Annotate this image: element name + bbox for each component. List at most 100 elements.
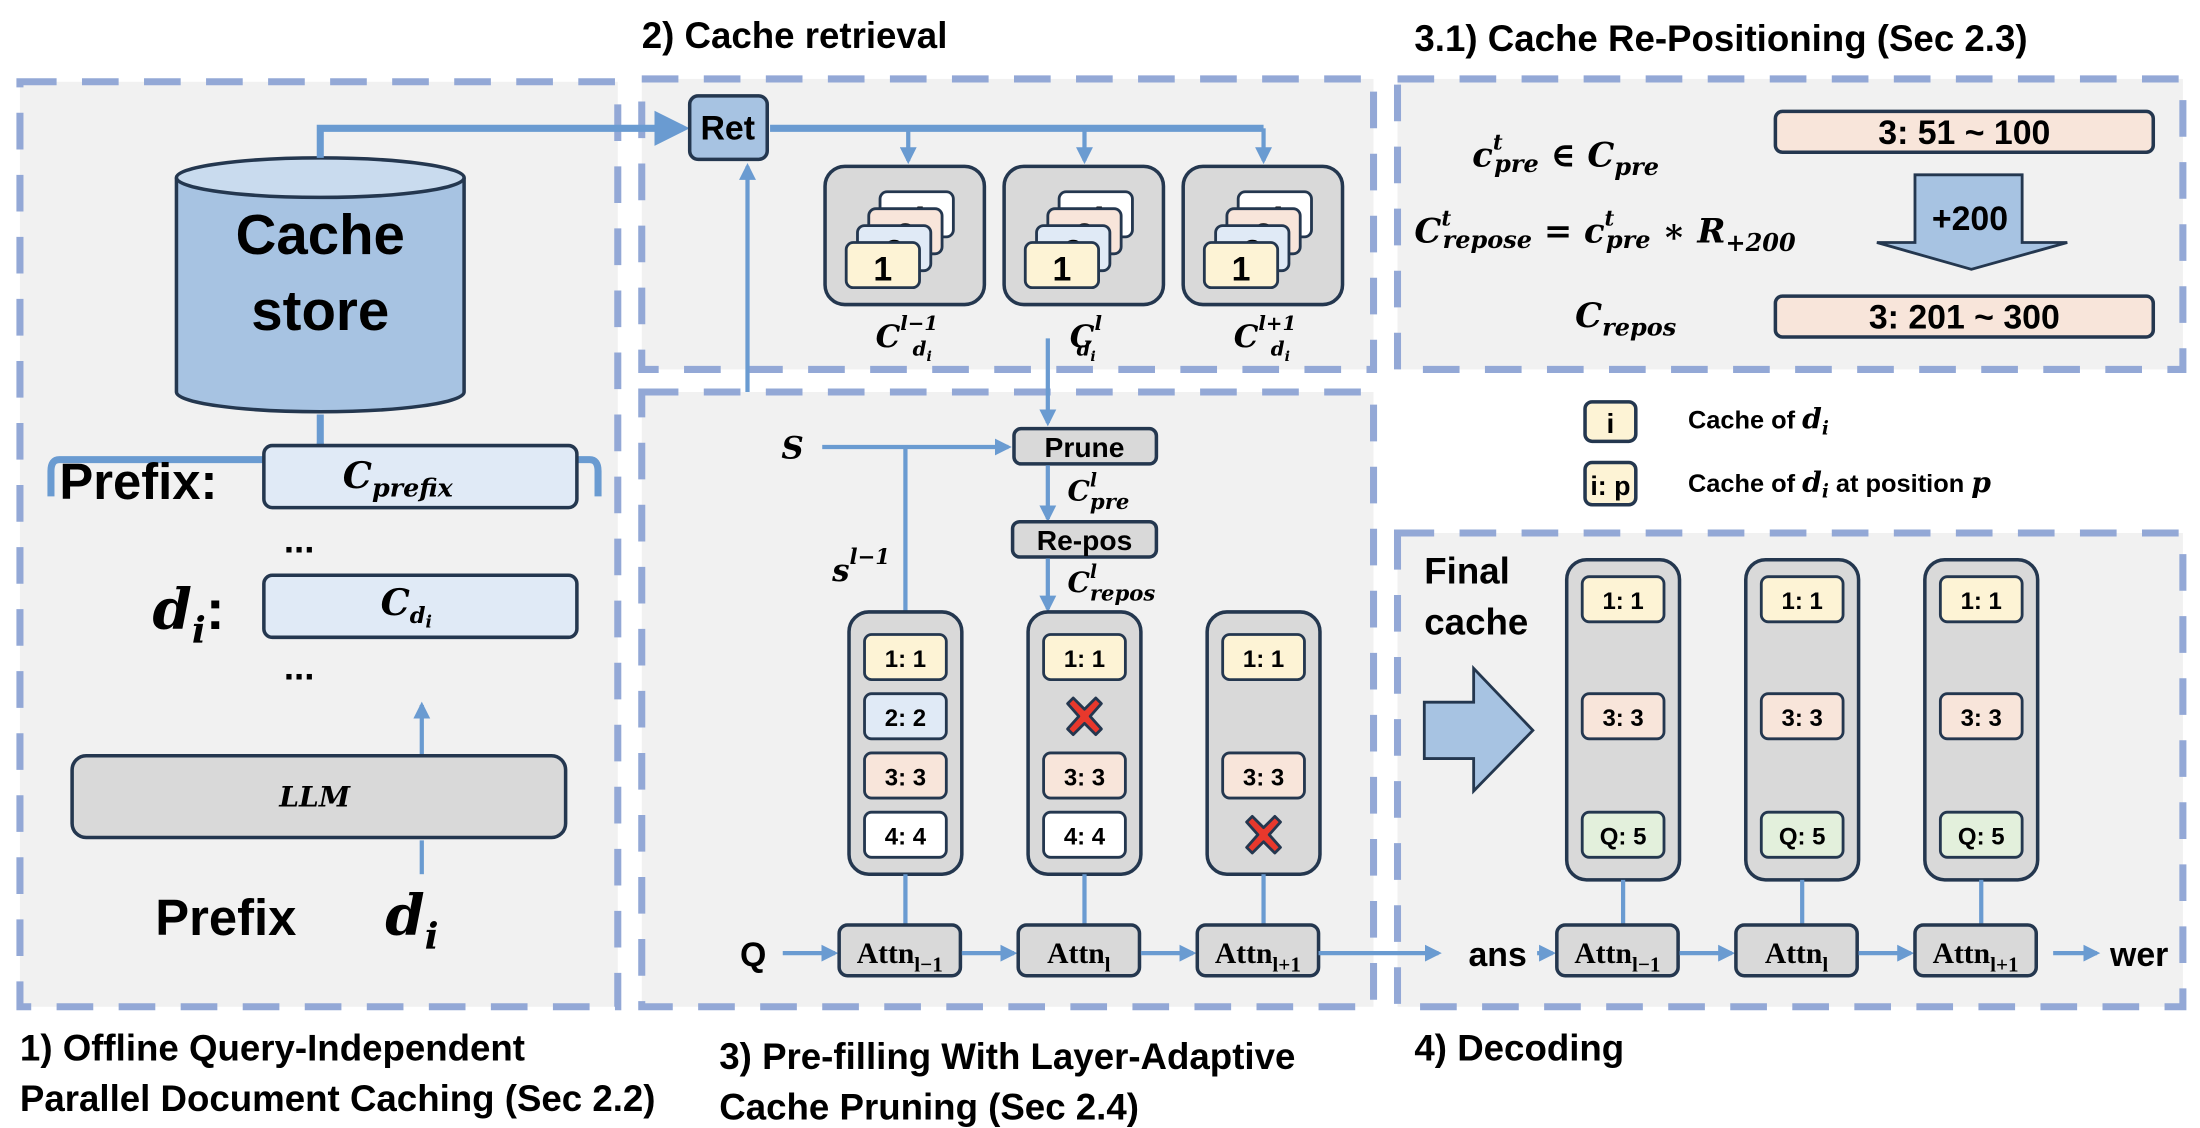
cache-cell [1580, 692, 1666, 741]
cache-card [844, 241, 921, 290]
doc-label: di: [152, 577, 224, 652]
cache-cell [863, 751, 948, 800]
attention-label: Attnl [1047, 938, 1111, 976]
cache-store-cylinder: Cache store [174, 156, 466, 414]
cache-cell-label: Q: 5 [1958, 824, 2005, 851]
cache-card-number: 1 [1053, 251, 1072, 289]
repos-label: Re-pos [1037, 524, 1133, 556]
llm-box [70, 753, 568, 840]
final-cache-column: 1: 1 3: 3 Q: 5 [1564, 558, 1682, 925]
cache-card [1202, 241, 1280, 290]
cache-cell-label: 3: 3 [1782, 705, 1823, 732]
cache-cell-label: 3: 3 [1064, 764, 1105, 791]
attention-label: Attnl+1 [1215, 938, 1301, 976]
attention-box[interactable] [1913, 923, 2039, 978]
prune-box[interactable] [1012, 426, 1159, 466]
output-label: wer [2109, 936, 2168, 974]
shift-label: +200 [1932, 200, 2008, 238]
prefill-caption-line2: Cache Pruning (Sec 2.4) [719, 1087, 1139, 1128]
cache-cell [863, 633, 948, 682]
prev-score-label: sl−1 [831, 544, 890, 589]
attention-label: Attnl−1 [857, 938, 943, 976]
legend-swatch-doc [1583, 400, 1638, 444]
prefill-layer-cache-column: 1: 12: 23: 34: 4 [847, 610, 964, 925]
cache-card [1023, 241, 1100, 290]
ellipsis-top: ... [284, 520, 315, 561]
cache-cell-label: 3: 3 [1602, 705, 1643, 732]
input-prefix-label: Prefix [155, 889, 296, 946]
cache-cell-label: 3: 3 [1961, 705, 2002, 732]
repos-box[interactable] [1010, 519, 1159, 559]
cache-cell-label: 1: 1 [1064, 646, 1105, 673]
cache-cell [863, 810, 948, 859]
layer-cache-stack: 4321Cl+1di [1181, 164, 1345, 365]
after-range-label: 3: 201 ~ 300 [1869, 299, 2060, 337]
prefix-label: Prefix: [59, 453, 217, 510]
cache-cell-label: 1: 1 [1602, 588, 1643, 615]
attention-box[interactable] [1734, 923, 1859, 978]
cache-cell [1580, 810, 1666, 859]
attention-layer: Attnl+1 [1195, 923, 1321, 978]
ans-label: ans [1468, 936, 1526, 974]
retrieval-caption: 2) Cache retrieval [642, 15, 948, 56]
decoding-panel: 4) Decoding Final cache ans 1: 13: 3Q: 5… [1318, 529, 2187, 1068]
score-label: S [781, 430, 803, 466]
cache-cell [1221, 751, 1306, 800]
shift-arrow-icon [1876, 173, 2068, 271]
prefill-layer-cache-column: 1: 13: 3 [1205, 610, 1322, 925]
attention-label: Attnl+1 [1933, 938, 2019, 976]
attention-label: Attnl [1765, 938, 1829, 976]
final-cache-label-line1: Final [1424, 551, 1510, 592]
attention-layer: Attnl+1 [1913, 923, 2039, 978]
cache-cell [1938, 810, 2024, 859]
prefix-cache-box [262, 443, 579, 510]
attention-box[interactable] [1195, 923, 1321, 978]
cache-cell [1580, 575, 1666, 624]
cache-cell [1042, 633, 1127, 682]
cache-cell-label: 3: 3 [885, 764, 926, 791]
cache-cell [1938, 575, 2024, 624]
attention-box[interactable] [1016, 923, 1142, 978]
cache-card-number: 1 [1232, 251, 1251, 289]
cache-cell [1938, 692, 2024, 741]
cache-cell-label: 1: 1 [1961, 588, 2002, 615]
cache-cell [863, 692, 948, 741]
prefill-layer-cache-column: 1: 1 3: 3 4: 4 [1026, 610, 1143, 925]
attention-box[interactable] [837, 923, 963, 978]
legend-swatch-pos-label: i: p [1590, 471, 1630, 501]
attention-layer: Attnl [1016, 923, 1197, 978]
cache-cell-label: 2: 2 [885, 705, 926, 732]
cache-cell [1759, 692, 1845, 741]
before-range-box [1773, 109, 2156, 155]
ret-box[interactable] [687, 94, 770, 162]
repositioning-caption: 3.1) Cache Re-Positioning (Sec 2.3) [1414, 18, 2027, 59]
offline-caption-line1: 1) Offline Query-Independent [20, 1027, 525, 1068]
layer-cache-stack: 4321Cldi [1002, 164, 1166, 365]
llm-label: LLM [278, 781, 351, 814]
cache-cell-label: Q: 5 [1600, 824, 1647, 851]
equation-3: Crepos [1575, 295, 1676, 341]
cache-cell-label: 4: 4 [1064, 824, 1106, 851]
ellipsis-bottom: ... [284, 647, 315, 688]
offline-caching-panel: Cache store Prefix: Cprefix ... di: Cdi … [16, 78, 656, 1119]
attention-box[interactable] [1555, 923, 1680, 978]
cache-cell [1759, 575, 1845, 624]
legend-item-doc: Cache of di [1688, 403, 1829, 440]
offline-caption-line2: Parallel Document Caching (Sec 2.2) [20, 1078, 656, 1119]
cache-cell-label: 3: 3 [1243, 764, 1284, 791]
decoding-caption: 4) Decoding [1414, 1027, 1624, 1068]
cache-cell [1221, 633, 1306, 682]
cache-cell-label: Q: 5 [1779, 824, 1826, 851]
legend-swatch-doc-label: i [1606, 407, 1614, 439]
after-range-box [1773, 294, 2156, 339]
input-doc-label: di [385, 883, 438, 958]
final-cache-arrow-icon [1422, 664, 1535, 795]
before-range-label: 3: 51 ~ 100 [1878, 114, 2050, 152]
cache-cell [1042, 751, 1127, 800]
